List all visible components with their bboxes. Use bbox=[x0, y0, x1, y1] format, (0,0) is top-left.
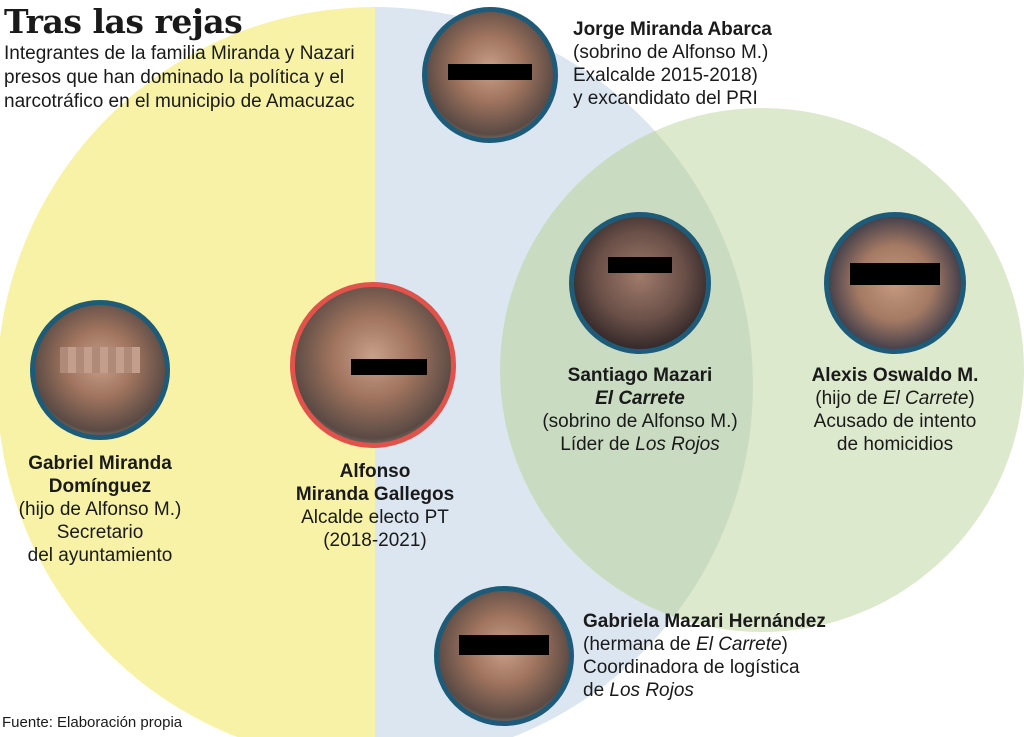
caption-alexis: Alexis Oswaldo M. (hijo de El Carrete) A… bbox=[770, 364, 1020, 456]
person-role: Secretario bbox=[56, 522, 144, 543]
photo-gabriela bbox=[434, 586, 574, 726]
photo-alexis bbox=[824, 212, 966, 354]
person-name: Alexis Oswaldo M. bbox=[811, 365, 979, 386]
source-note: Fuente: Elaboración propia bbox=[2, 714, 183, 731]
person-role: Acusado de intento bbox=[813, 411, 977, 432]
role-text: de bbox=[583, 680, 610, 701]
person-role: de Los Rojos bbox=[583, 679, 826, 702]
person-role: del ayuntamiento bbox=[27, 545, 173, 566]
photo-alfonso bbox=[290, 282, 456, 448]
role-text: Líder de bbox=[560, 434, 636, 455]
censor-bar bbox=[608, 257, 672, 273]
caption-gabriela: Gabriela Mazari Hernández (hermana de El… bbox=[583, 610, 826, 702]
person-name: Miranda Gallegos bbox=[295, 484, 455, 505]
relation-alias: El Carrete bbox=[882, 388, 969, 409]
person-role: Líder de Los Rojos bbox=[510, 433, 770, 456]
page-title: Tras las rejas bbox=[4, 2, 243, 41]
caption-alfonso: Alfonso Miranda Gallegos Alcalde electo … bbox=[270, 460, 480, 552]
photo-jorge bbox=[422, 7, 558, 143]
person-name: Gabriel Miranda bbox=[28, 453, 172, 474]
person-name: Jorge Miranda Abarca bbox=[573, 19, 772, 40]
relation-text: (hijo de bbox=[815, 388, 883, 409]
caption-santiago: Santiago Mazari El Carrete (sobrino de A… bbox=[510, 364, 770, 456]
person-relation: (hermana de El Carrete) bbox=[583, 633, 826, 656]
person-role: Alcalde electo PT bbox=[301, 507, 449, 528]
censor-bar bbox=[850, 263, 940, 285]
caption-gabriel: Gabriel Miranda Domínguez (hijo de Alfon… bbox=[0, 452, 200, 567]
person-relation: (hijo de Alfonso M.) bbox=[18, 499, 182, 520]
pixelated-eyes bbox=[60, 347, 140, 373]
person-name: Santiago Mazari bbox=[567, 365, 713, 386]
person-role: Coordinadora de logística bbox=[583, 657, 800, 678]
person-alias: El Carrete bbox=[595, 388, 685, 409]
person-relation: (sobrino de Alfonso M.) bbox=[542, 411, 738, 432]
person-relation: (sobrino de Alfonso M.) bbox=[573, 42, 769, 63]
person-role: de homicidios bbox=[836, 434, 954, 455]
relation-text: ) bbox=[968, 388, 975, 409]
relation-text: (hermana de bbox=[583, 634, 697, 655]
person-role: Exalcalde 2015-2018) bbox=[573, 65, 758, 86]
censor-bar bbox=[448, 64, 532, 80]
yellow-circle-half bbox=[0, 7, 375, 737]
person-role: y excandidato del PRI bbox=[573, 88, 758, 109]
censor-bar bbox=[350, 359, 427, 375]
group-name: Los Rojos bbox=[609, 680, 694, 701]
group-name: Los Rojos bbox=[635, 434, 720, 455]
person-name: Alfonso bbox=[339, 461, 411, 482]
subtitle: Integrantes de la familia Miranda y Naza… bbox=[4, 43, 355, 112]
photo-santiago bbox=[569, 212, 711, 354]
photo-gabriel bbox=[30, 300, 170, 440]
caption-jorge: Jorge Miranda Abarca (sobrino de Alfonso… bbox=[573, 18, 772, 110]
censor-bar bbox=[459, 635, 549, 655]
person-name: Domínguez bbox=[48, 476, 152, 497]
person-relation: (hijo de El Carrete) bbox=[770, 387, 1020, 410]
relation-text: ) bbox=[781, 634, 788, 655]
relation-alias: El Carrete bbox=[696, 634, 782, 655]
person-name: Gabriela Mazari Hernández bbox=[583, 611, 826, 632]
person-role: (2018-2021) bbox=[323, 530, 427, 551]
